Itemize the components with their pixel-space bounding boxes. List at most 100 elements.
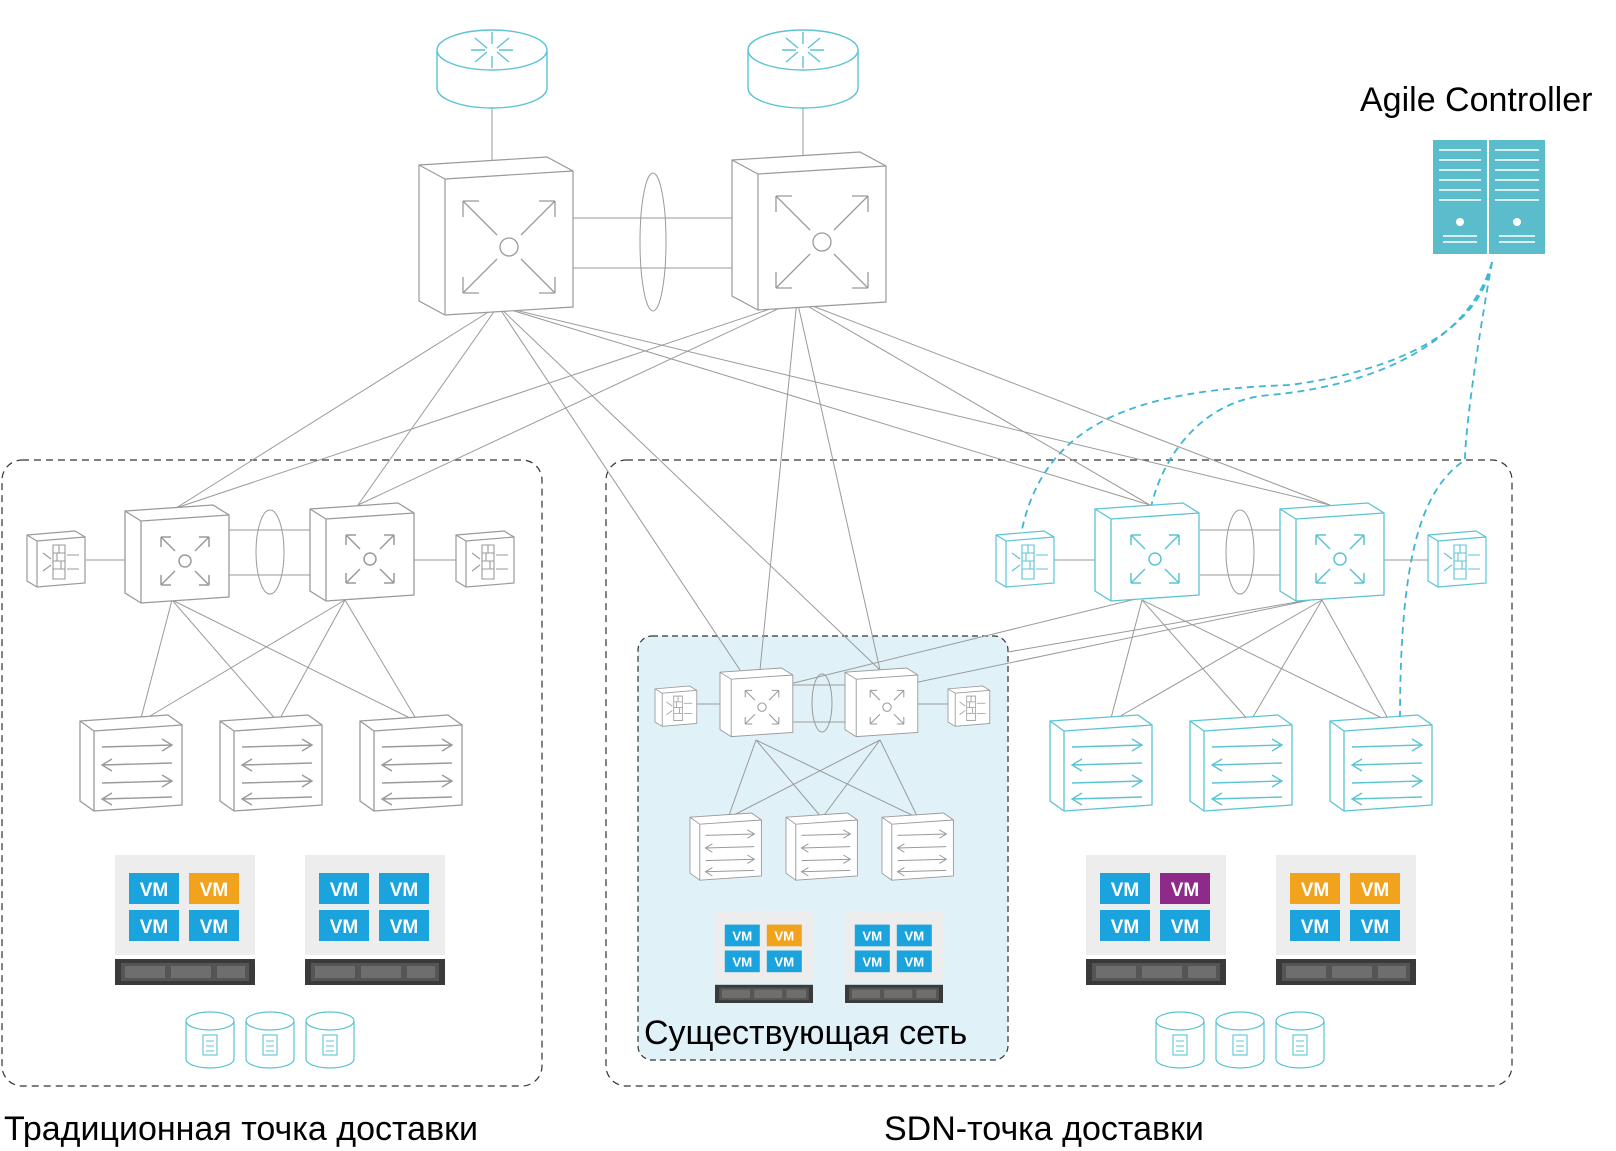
svg-text:VM: VM (140, 880, 169, 901)
traditional-pod-boundary (1, 459, 543, 1087)
sdn-pod-boundary (605, 459, 1513, 1087)
access-switch-icon (785, 812, 858, 881)
svg-text:VM: VM (732, 929, 752, 944)
svg-text:VM: VM (330, 880, 359, 901)
firewall-icon (995, 530, 1055, 588)
svg-text:VM: VM (1301, 917, 1330, 938)
vm-server-group: VM VM VM VM (1086, 855, 1226, 985)
vm-server-group: VM VM VM VM (305, 855, 445, 985)
svg-text:VM: VM (200, 917, 229, 938)
access-switch-icon (359, 714, 463, 812)
agg-switch-icon (1279, 502, 1385, 602)
storage-icon (1215, 1011, 1265, 1069)
agg-switch-icon (124, 504, 230, 604)
svg-text:VM: VM (390, 880, 419, 901)
vm-tile: VM (319, 873, 369, 904)
rack-server-icon (115, 959, 255, 985)
svg-text:VM: VM (200, 880, 229, 901)
vm-tile: VM (766, 924, 802, 947)
svg-text:VM: VM (732, 955, 752, 970)
vm-tile: VM (319, 910, 369, 941)
existing-network-label: Существующая сеть (644, 1014, 967, 1052)
traditional-pod-label: Традиционная точка доставки (4, 1110, 478, 1148)
agg-switch-icon (719, 667, 794, 738)
vm-tile: VM (854, 924, 890, 947)
vm-server-group: VM VM VM VM (845, 912, 943, 1003)
storage-icon (1155, 1011, 1205, 1069)
access-switch-icon (1329, 714, 1433, 812)
access-switch-icon (79, 714, 183, 812)
storage-icon (1275, 1011, 1325, 1069)
vm-tile: VM (189, 910, 239, 941)
svg-text:VM: VM (1111, 880, 1140, 901)
vm-tile: VM (379, 910, 429, 941)
storage-icon (305, 1011, 355, 1069)
vm-tile: VM (1100, 873, 1150, 904)
vm-tile: VM (1290, 910, 1340, 941)
firewall-icon (26, 530, 86, 588)
storage-icon (245, 1011, 295, 1069)
vm-tile: VM (1290, 873, 1340, 904)
controller-label: Agile Controller (1360, 81, 1592, 119)
links (86, 108, 1428, 819)
svg-text:VM: VM (904, 955, 924, 970)
vm-server-group: VM VM VM VM (1276, 855, 1416, 985)
router-left-icon (436, 29, 548, 109)
vm-tile: VM (1100, 910, 1150, 941)
agg-switch-icon (844, 667, 919, 738)
rack-server-icon (305, 959, 445, 985)
vm-tile: VM (896, 924, 932, 947)
vm-tile: VM (189, 873, 239, 904)
vm-tile: VM (1350, 910, 1400, 941)
firewall-icon (455, 530, 515, 588)
firewall-icon (947, 685, 991, 727)
access-switch-icon (219, 714, 323, 812)
vm-tile: VM (724, 924, 760, 947)
svg-text:VM: VM (1111, 917, 1140, 938)
agg-switch-icon (309, 502, 415, 602)
vm-tile: VM (379, 873, 429, 904)
svg-text:VM: VM (330, 917, 359, 938)
rack-server-icon (715, 984, 813, 1003)
firewall-icon (1427, 530, 1487, 588)
vm-server-group: VM VM VM VM (115, 855, 255, 985)
agile-controller-server-icon (1433, 140, 1545, 254)
link-aggregation-marks (255, 172, 1255, 733)
rack-server-icon (845, 984, 943, 1003)
access-switch-icon (1049, 714, 1153, 812)
vm-tile: VM (1350, 873, 1400, 904)
svg-text:VM: VM (774, 955, 794, 970)
svg-text:VM: VM (140, 917, 169, 938)
core-switch-right-icon (731, 151, 887, 311)
agg-switch-icon (1094, 502, 1200, 602)
vm-tile: VM (1160, 873, 1210, 904)
access-switch-icon (689, 812, 762, 881)
svg-text:VM: VM (862, 955, 882, 970)
svg-text:VM: VM (1171, 880, 1200, 901)
svg-text:VM: VM (904, 929, 924, 944)
firewall-icon (654, 685, 698, 727)
controller-links (1019, 261, 1493, 721)
router-right-icon (747, 29, 859, 109)
vm-tile: VM (1160, 910, 1210, 941)
vm-tile: VM (129, 873, 179, 904)
svg-text:VM: VM (1171, 917, 1200, 938)
svg-text:VM: VM (862, 929, 882, 944)
svg-text:VM: VM (1301, 880, 1330, 901)
sdn-pod-label: SDN-точка доставки (884, 1110, 1204, 1148)
vm-tile: VM (854, 950, 890, 973)
rack-server-icon (1086, 959, 1226, 985)
vm-tile: VM (766, 950, 802, 973)
vm-tile: VM (896, 950, 932, 973)
rack-server-icon (1276, 959, 1416, 985)
vm-server-group: VM VM VM VM (715, 912, 813, 1003)
vm-tile: VM (724, 950, 760, 973)
svg-text:VM: VM (1361, 880, 1390, 901)
svg-text:VM: VM (1361, 917, 1390, 938)
core-switch-left-icon (418, 156, 574, 316)
storage-icon (185, 1011, 235, 1069)
svg-text:VM: VM (774, 929, 794, 944)
svg-text:VM: VM (390, 917, 419, 938)
vm-tile: VM (129, 910, 179, 941)
